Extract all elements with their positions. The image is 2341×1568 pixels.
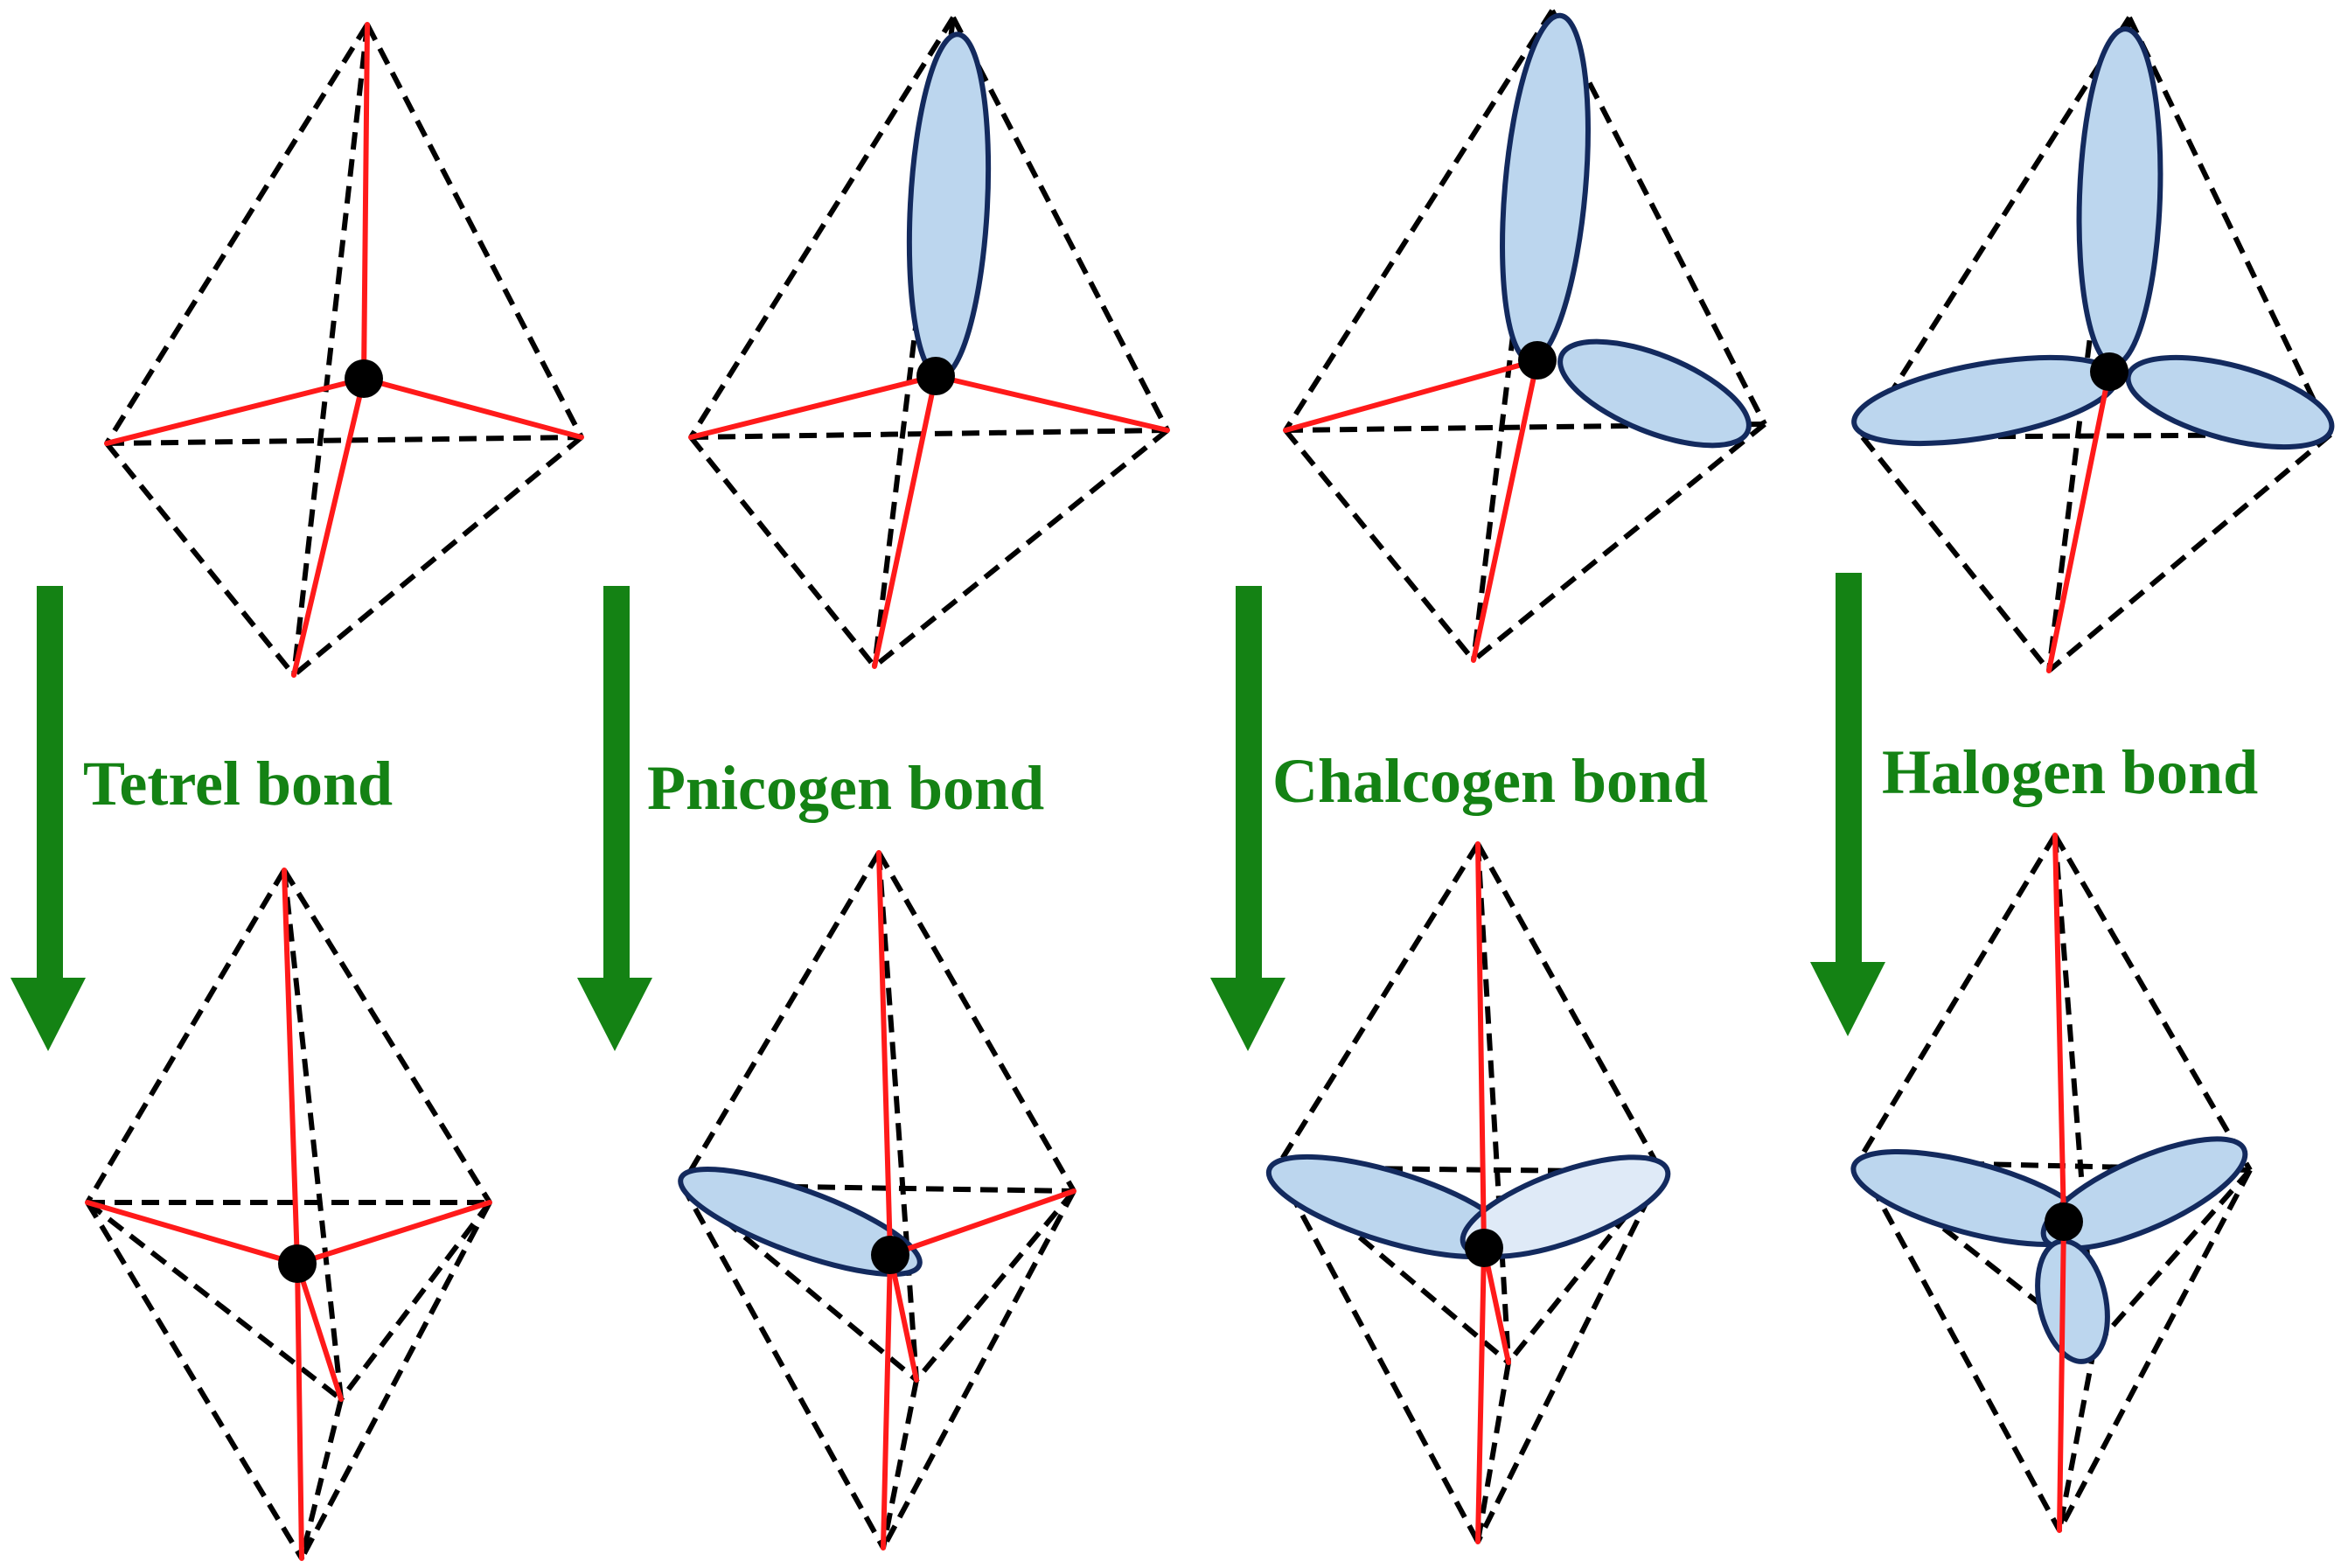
pnicogen-bond-label: Pnicogen bond bbox=[647, 753, 1044, 823]
central-atom bbox=[278, 1244, 317, 1283]
central-atom bbox=[916, 357, 955, 395]
panel-pnicogen: Pnicogen bond bbox=[577, 16, 1170, 1551]
halogen-tetrahedral-geometry bbox=[1851, 16, 2335, 673]
pnicogen-tetrahedral-geometry bbox=[688, 16, 1170, 669]
central-atom bbox=[871, 1236, 909, 1274]
panel-halogen: Halogen bond bbox=[1810, 16, 2335, 1533]
central-atom bbox=[1518, 341, 1557, 380]
halogen-arrow bbox=[1810, 573, 1885, 1036]
tetrel-tetrahedral-geometry bbox=[104, 22, 584, 678]
lone-pair-lobe bbox=[2076, 26, 2163, 367]
pnicogen-arrow bbox=[577, 586, 652, 1051]
panel-chalcogen: Chalcogen bond bbox=[1210, 9, 1767, 1544]
chalcogen-bipyramidal-geometry bbox=[1265, 841, 1671, 1544]
tetrel-arrow bbox=[10, 586, 86, 1051]
tetrel-bipyramidal-geometry bbox=[85, 868, 492, 1561]
chalcogen-tetrahedral-geometry bbox=[1283, 9, 1767, 663]
halogen-bipyramidal-geometry bbox=[1850, 833, 2253, 1533]
lone-pair-lobe bbox=[2040, 1136, 2248, 1251]
halogen-bond-label: Halogen bond bbox=[1882, 737, 2258, 807]
central-atom bbox=[2045, 1202, 2083, 1241]
central-atom bbox=[1465, 1229, 1503, 1267]
lone-pair-lobe bbox=[2035, 1238, 2110, 1364]
central-atom bbox=[2090, 352, 2128, 391]
panel-tetrel: Tetrel bond bbox=[10, 22, 584, 1561]
chalcogen-arrow bbox=[1210, 586, 1285, 1051]
lone-pair-lobe bbox=[1851, 354, 2119, 447]
lone-pair-lobe bbox=[906, 31, 992, 380]
central-atom bbox=[345, 359, 383, 398]
lone-pair-lobe bbox=[2125, 354, 2335, 450]
lone-pair-lobe bbox=[678, 1166, 923, 1278]
lone-pair-lobe bbox=[1557, 338, 1752, 449]
lone-pair-lobe bbox=[1460, 1154, 1671, 1259]
lone-pair-lobe bbox=[1500, 12, 1591, 364]
tetrel-bond-label: Tetrel bond bbox=[83, 749, 393, 819]
pnicogen-bipyramidal-geometry bbox=[678, 850, 1076, 1551]
chalcogen-bond-label: Chalcogen bond bbox=[1272, 746, 1708, 816]
